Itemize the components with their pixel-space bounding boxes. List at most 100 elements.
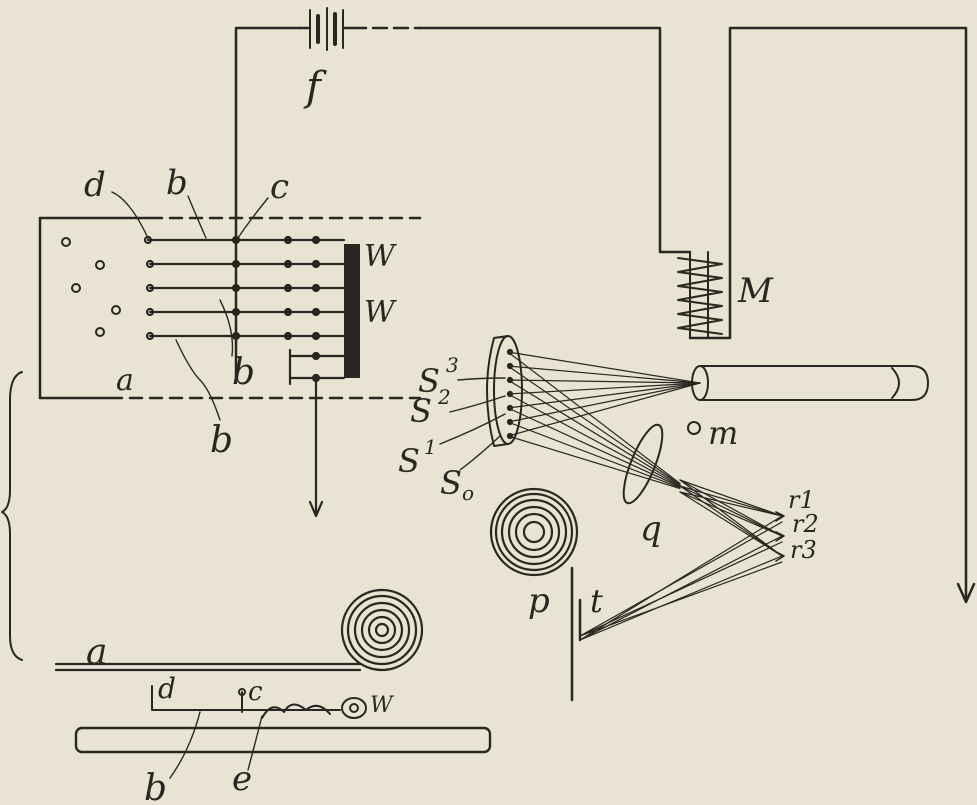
label-S3-sup: 3 [446, 353, 459, 377]
beam-ray [507, 379, 681, 486]
spiral-ring [360, 608, 404, 652]
beam-ray [507, 382, 701, 437]
battery-circuit [234, 26, 976, 604]
label-W-2: W [364, 295, 397, 330]
left-brace [1, 371, 23, 661]
wire-bead [283, 235, 293, 245]
beam-ray [507, 382, 701, 409]
beam-ray [579, 521, 783, 637]
output-wire [308, 376, 324, 518]
label-S2-sup: 2 [437, 385, 451, 409]
beam-ray [507, 435, 681, 490]
lamp-tube [691, 365, 929, 401]
wire-bead [311, 351, 321, 361]
spiral-ring [500, 498, 568, 566]
beam-ray [507, 382, 701, 395]
receivers-r [775, 511, 785, 562]
label-b-low: b [210, 420, 233, 461]
wire-bead [283, 259, 293, 269]
beam-ray [579, 515, 783, 641]
labels: f d b c W W M a b b S 3 S 2 S 1 S o m q … [84, 64, 819, 805]
beam-ray [507, 365, 681, 485]
wire-bead [311, 307, 321, 317]
label-c-top: c [270, 167, 289, 207]
tape-side-view [54, 662, 362, 672]
label-W-bottom: W [370, 693, 395, 718]
label-f: f [303, 64, 327, 110]
small-ring-icon [687, 421, 701, 435]
coil-spiral-lower [340, 588, 424, 672]
plate-p [570, 566, 582, 702]
terminal-blocks-W [344, 244, 360, 378]
beam-ray [507, 365, 701, 384]
wire-tip [145, 259, 155, 269]
spiral-ring [367, 615, 397, 645]
label-m: m [708, 414, 738, 452]
label-S0-sub: o [462, 481, 474, 505]
wire-tip [145, 331, 155, 341]
label-S0: S [440, 464, 462, 502]
spiral-ring [489, 487, 579, 577]
label-leaders [111, 191, 506, 471]
label-M: M [737, 271, 774, 311]
label-q: q [640, 509, 662, 549]
beam-ray [679, 479, 783, 537]
focusing-lens-q [622, 423, 664, 505]
beam-ray [507, 421, 681, 489]
beam-ray [679, 491, 783, 537]
beam-ray [507, 382, 701, 423]
tape-holes [61, 237, 121, 337]
beam-ray [579, 541, 783, 637]
beam-ray [679, 491, 783, 517]
beam-ray [679, 485, 783, 517]
wire-bead [283, 283, 293, 293]
beam-ray [507, 407, 681, 488]
label-b-bottom: b [144, 768, 167, 805]
beam-ray [507, 351, 701, 384]
wire-bead [311, 331, 321, 341]
wire-bead [311, 283, 321, 293]
spiral-ring [514, 512, 554, 552]
beam-ray [579, 535, 783, 641]
spiral-ring [494, 492, 574, 572]
label-d-bottom: d [158, 672, 176, 705]
beam-ray [507, 393, 681, 487]
label-S3: S [418, 362, 440, 400]
base-plate [74, 726, 492, 754]
spiral-ring [374, 622, 390, 638]
beam-ray [579, 561, 783, 637]
label-r3: r3 [790, 536, 817, 564]
wire-bead [283, 307, 293, 317]
battery-icon [298, 7, 354, 51]
label-e-bottom: e [232, 759, 252, 799]
label-S1-sup: 1 [424, 435, 437, 459]
wire-bead [311, 235, 321, 245]
label-a-bottom: a [86, 632, 107, 673]
wire-bead [283, 331, 293, 341]
wire-tip [145, 283, 155, 293]
punched-tape [38, 216, 422, 400]
label-c-bottom: c [248, 677, 263, 707]
spiral-ring [507, 505, 561, 559]
beam-ray [679, 479, 783, 517]
electromagnet-coil [677, 251, 723, 339]
label-b-top: b [166, 163, 188, 203]
spiral-ring [353, 601, 411, 659]
side-view-contacts [151, 685, 367, 719]
label-t: t [590, 582, 603, 620]
label-b-mid: b [232, 352, 255, 393]
beam-ray [507, 379, 701, 384]
base-leaders [169, 711, 263, 779]
label-r2: r2 [792, 510, 819, 538]
label-a-top: a [116, 363, 134, 398]
spiral-ring [346, 594, 418, 666]
label-d: d [84, 165, 106, 205]
beam-ray [679, 479, 783, 557]
label-S2: S [410, 392, 432, 430]
label-S1: S [398, 442, 420, 480]
label-r1: r1 [788, 486, 815, 514]
beam-ray [579, 555, 783, 641]
lens-disc [486, 335, 523, 447]
